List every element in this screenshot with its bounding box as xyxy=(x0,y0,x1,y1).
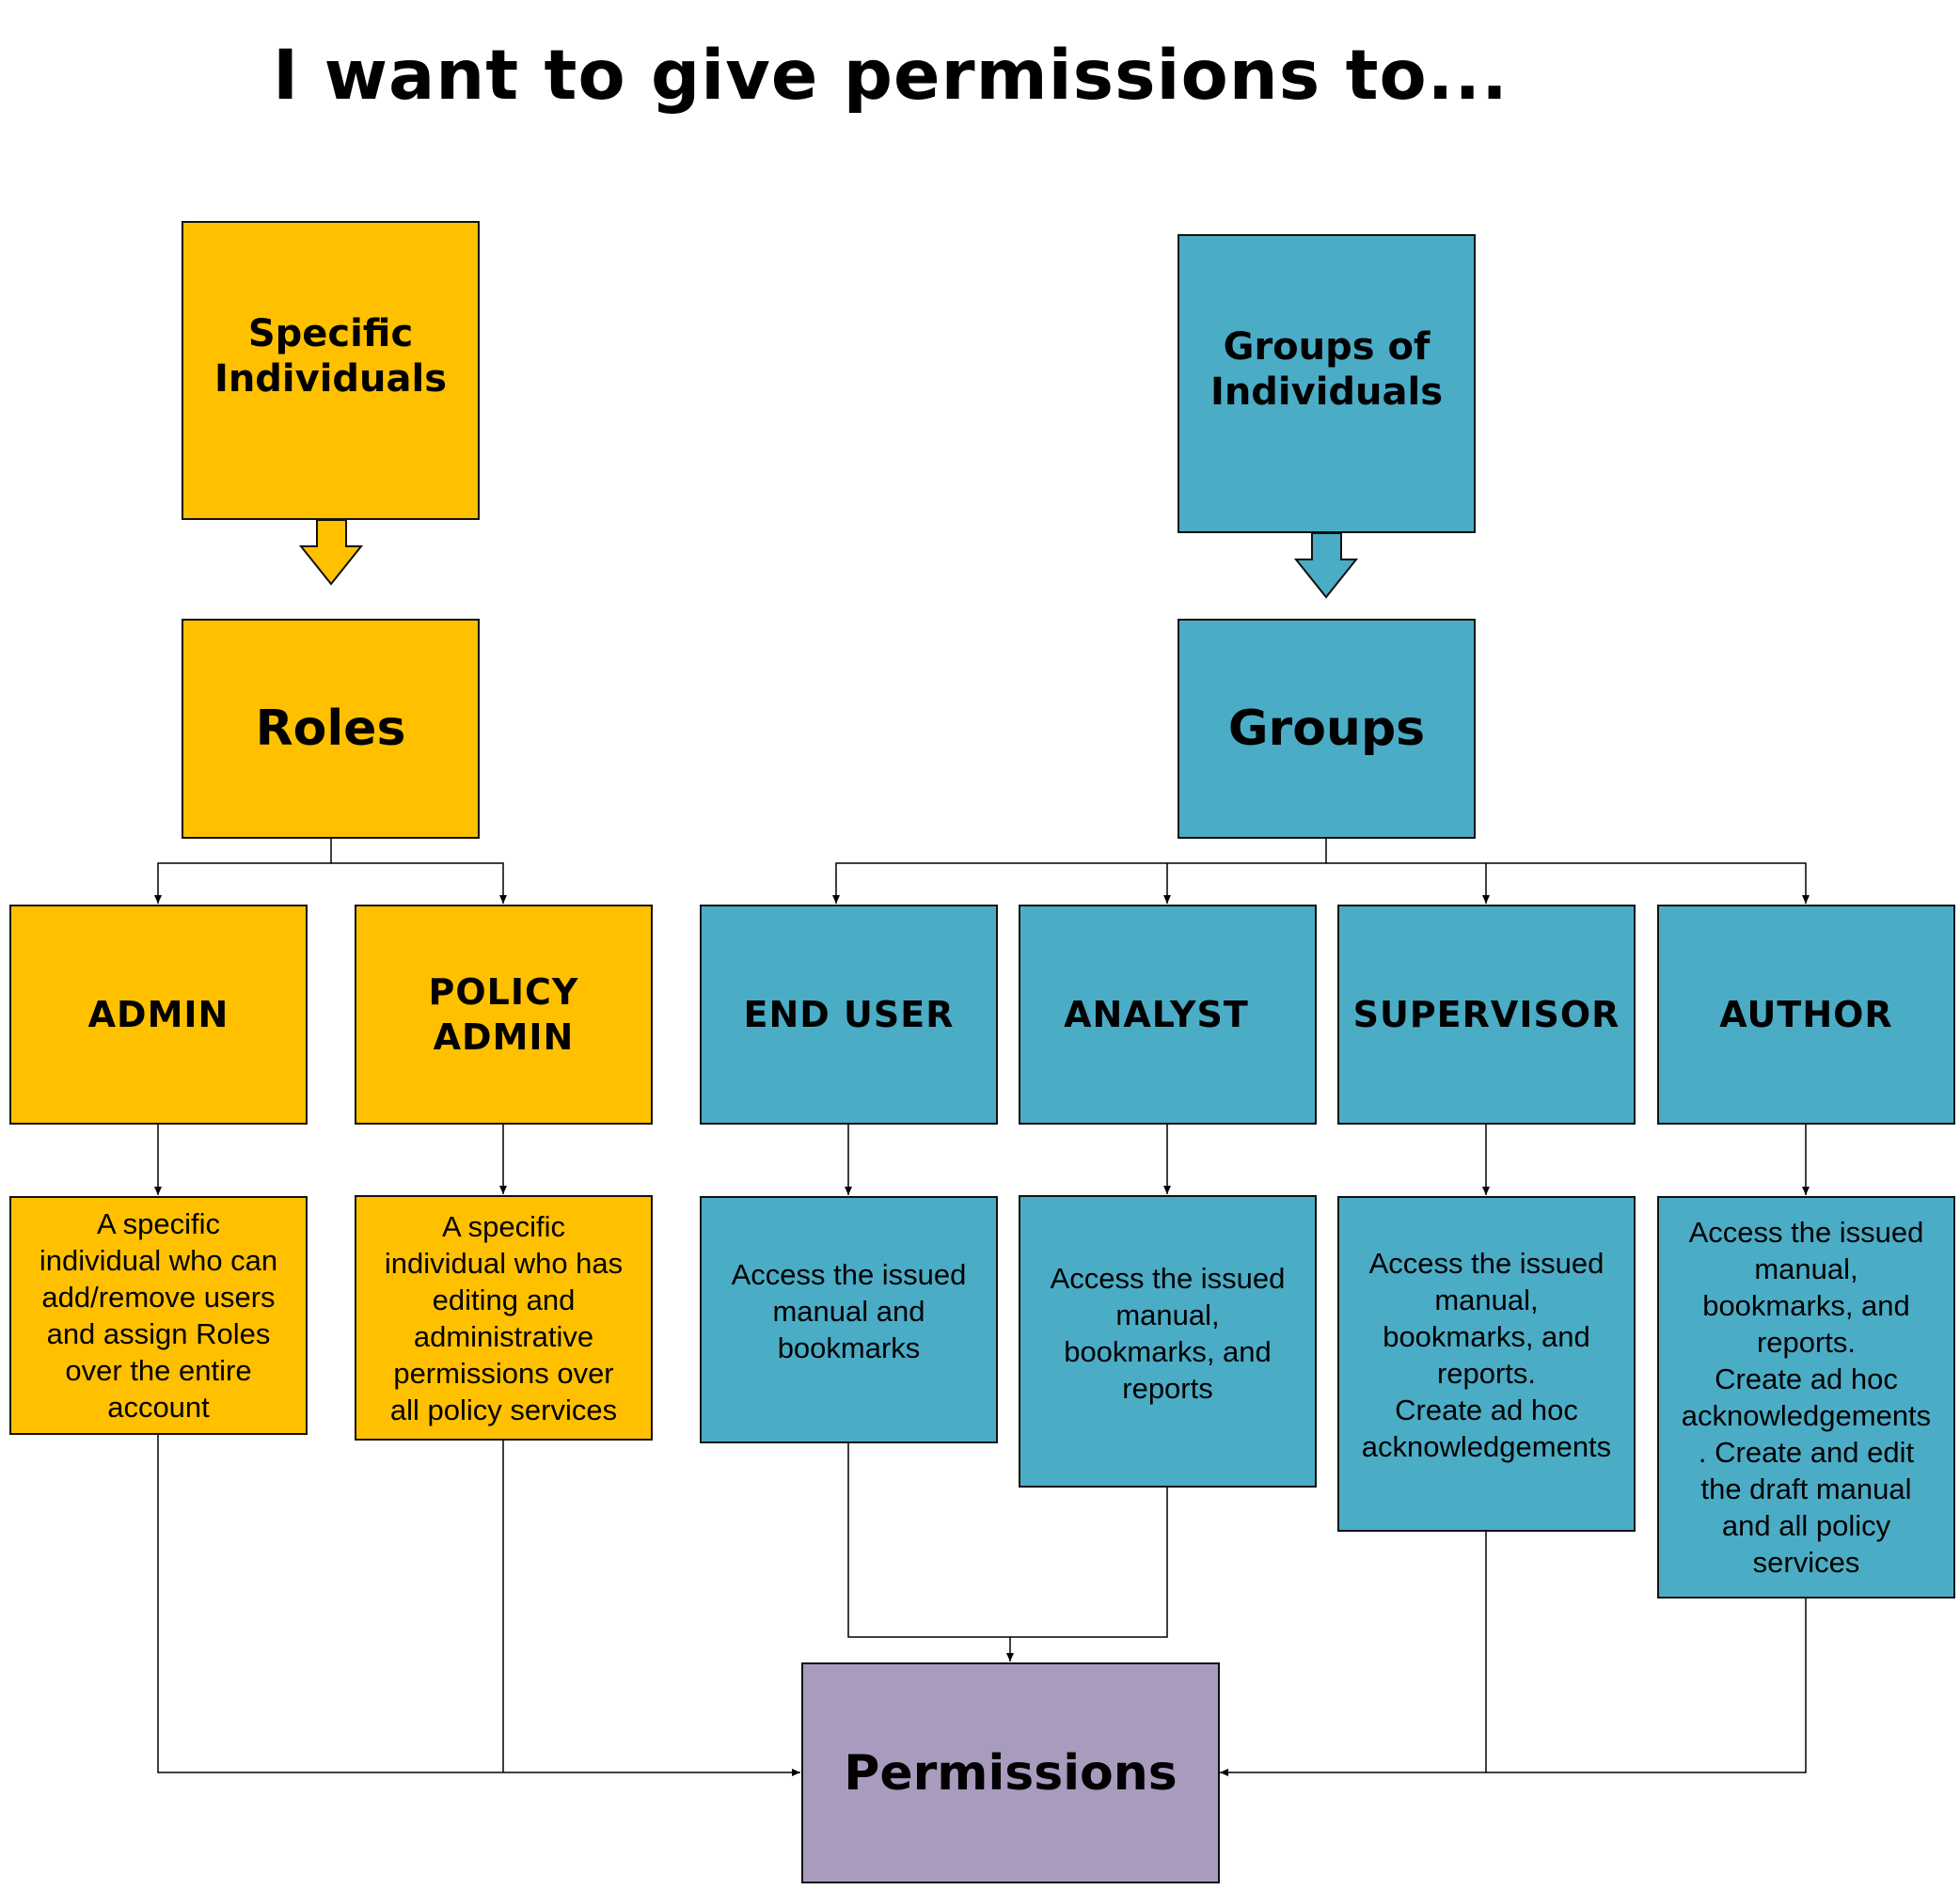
specific-individuals-label: Specific Individuals xyxy=(213,312,448,401)
groups-of-individuals-label: Groups of Individuals xyxy=(1209,325,1444,414)
roles-box: Roles xyxy=(182,619,480,839)
groups-label: Groups xyxy=(1227,701,1426,757)
group-author-box: AUTHOR xyxy=(1657,905,1955,1125)
end-user-description: Access the issued manual and bookmarks xyxy=(731,1258,967,1364)
author-description: Access the issued manual, bookmarks, and… xyxy=(1681,1216,1932,1579)
down-arrow-groups xyxy=(1293,532,1359,599)
group-supervisor-label: SUPERVISOR xyxy=(1352,994,1620,1035)
end-user-description-box: Access the issued manual and bookmarks xyxy=(700,1196,998,1443)
supervisor-description-box: Access the issued manual, bookmarks, and… xyxy=(1337,1196,1636,1532)
policy-admin-description-box: A specific individual who has editing an… xyxy=(355,1195,653,1441)
permissions-box: Permissions xyxy=(801,1662,1220,1883)
supervisor-description: Access the issued manual, bookmarks, and… xyxy=(1361,1246,1612,1463)
group-analyst-label: ANALYST xyxy=(1064,994,1249,1035)
group-author-label: AUTHOR xyxy=(1719,994,1893,1035)
down-arrow-roles xyxy=(298,519,364,586)
role-admin-box: ADMIN xyxy=(9,905,308,1125)
author-description-box: Access the issued manual, bookmarks, and… xyxy=(1657,1196,1955,1599)
policy-admin-description: A specific individual who has editing an… xyxy=(384,1209,624,1426)
specific-individuals-box: Specific Individuals xyxy=(182,221,480,520)
groups-of-individuals-box: Groups of Individuals xyxy=(1178,234,1476,533)
analyst-description-box: Access the issued manual, bookmarks, and… xyxy=(1019,1195,1317,1488)
role-policy-admin-box: POLICY ADMIN xyxy=(355,905,653,1125)
group-end-user-box: END USER xyxy=(700,905,998,1125)
roles-label: Roles xyxy=(255,701,406,757)
permissions-label: Permissions xyxy=(844,1744,1178,1802)
admin-description: A specific individual who can add/remove… xyxy=(39,1207,278,1424)
group-analyst-box: ANALYST xyxy=(1019,905,1317,1125)
role-admin-label: ADMIN xyxy=(87,994,229,1035)
groups-box: Groups xyxy=(1178,619,1476,839)
analyst-description: Access the issued manual, bookmarks, and… xyxy=(1050,1261,1286,1405)
page-title: I want to give permissions to... xyxy=(273,36,1509,116)
group-supervisor-box: SUPERVISOR xyxy=(1337,905,1636,1125)
group-end-user-label: END USER xyxy=(743,994,955,1035)
admin-description-box: A specific individual who can add/remove… xyxy=(9,1196,308,1435)
role-policy-admin-label: POLICY ADMIN xyxy=(428,971,579,1058)
